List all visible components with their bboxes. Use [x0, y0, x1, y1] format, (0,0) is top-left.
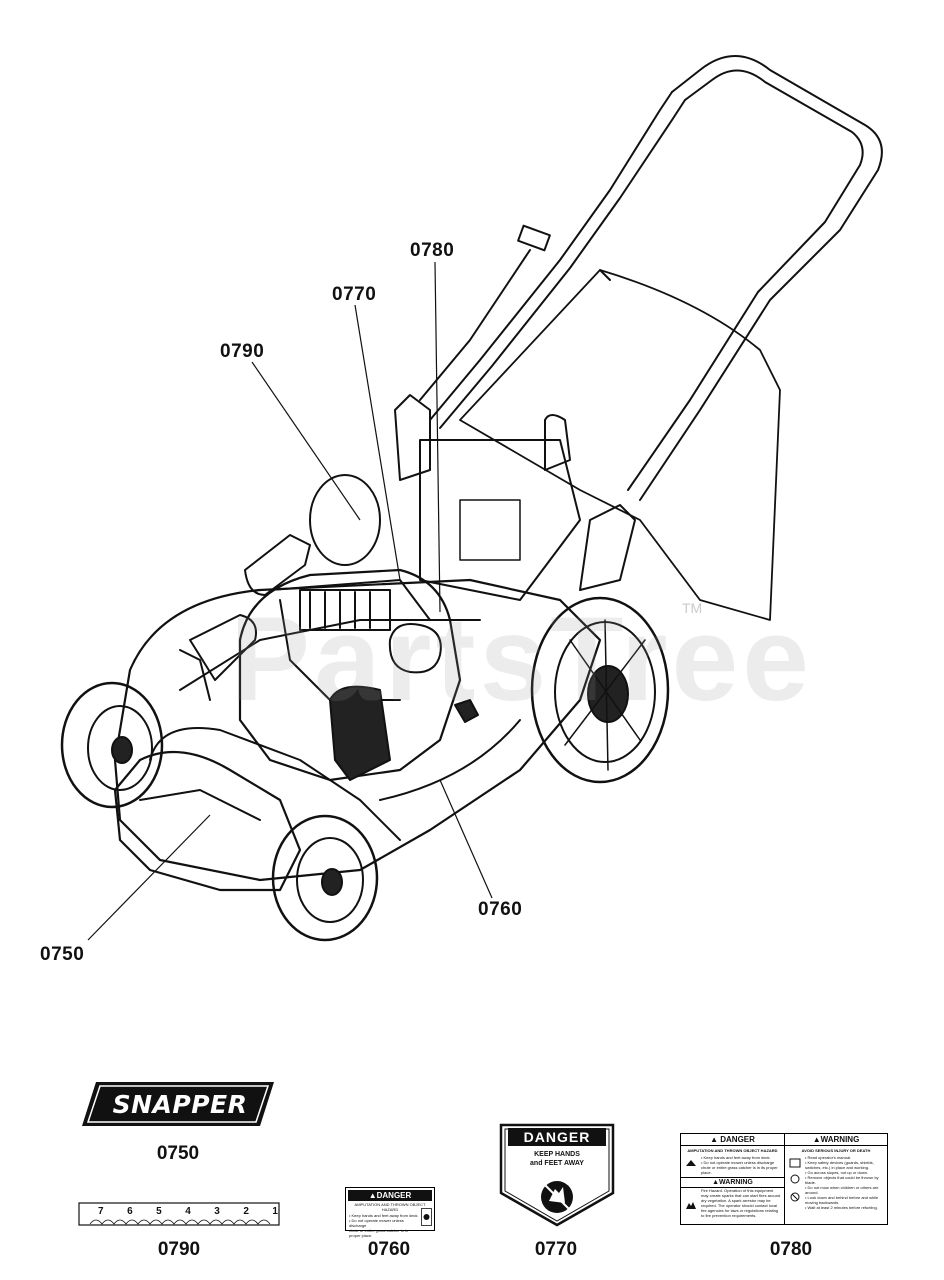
callout-0760[interactable]: 0760 — [478, 899, 523, 920]
watermark: PartsTree — [230, 592, 814, 726]
manual-icon — [789, 1158, 801, 1168]
left-line: • Keep hands and feet away from deck. — [701, 1155, 771, 1160]
fuel-cap — [388, 623, 442, 674]
right-line: • Do not mow when children or others are… — [805, 1185, 879, 1195]
right-line: • Wait at least 2 minutes before refueli… — [805, 1205, 878, 1210]
no-slope-icon — [790, 1192, 800, 1202]
handle-bar — [639, 55, 883, 501]
ruler-number: 6 — [127, 1206, 133, 1217]
safety-label-decal: ▲ DANGER AMPUTATION AND THROWN OBJECT HA… — [680, 1133, 888, 1225]
engine-fins — [299, 589, 391, 631]
callout-0750[interactable]: 0750 — [40, 944, 85, 965]
ruler-decal — [78, 1202, 280, 1226]
shield-text: KEEP HANDS and FEET AWAY — [508, 1150, 606, 1168]
ruler-number: 2 — [243, 1206, 249, 1217]
ruler-number: 3 — [214, 1206, 220, 1217]
trademark: TM — [682, 600, 703, 616]
safety-label-left: ▲ DANGER AMPUTATION AND THROWN OBJECT HA… — [681, 1134, 785, 1224]
control-lever — [517, 224, 551, 252]
handle-bar-inner — [627, 69, 864, 491]
callout-0780[interactable]: 0780 — [410, 240, 455, 261]
leader-0760 — [439, 779, 493, 899]
danger-small-line: chute or entire grass catcher is in — [349, 1228, 408, 1233]
mower-diagram — [60, 55, 883, 942]
right-subheader: AVOID SERIOUS INJURY OR DEATH — [801, 1148, 871, 1153]
shield-line: and FEET AWAY — [530, 1160, 584, 1167]
engine-body — [238, 568, 462, 782]
part-label-0790: 0790 — [157, 1239, 201, 1260]
mower-hazard-icon — [686, 1160, 696, 1166]
right-header: ▲WARNING — [785, 1134, 887, 1146]
left-line: • Do not operate mower unless discharge … — [701, 1160, 778, 1175]
danger-small-subheader: AMPUTATION AND THROWN OBJECT HAZARD — [354, 1202, 426, 1212]
ruler-number: 7 — [98, 1206, 104, 1217]
callout-0770[interactable]: 0770 — [332, 284, 377, 305]
part-label-0780: 0780 — [769, 1239, 813, 1260]
rear-bracket-left — [394, 394, 431, 481]
leader-0790 — [251, 361, 361, 521]
right-line: • Keep safety devices (guards, shields, … — [805, 1160, 874, 1170]
right-line: • Look down and behind before and while … — [805, 1195, 879, 1205]
danger-small-line: • Do not operate mower unless discharge — [349, 1218, 404, 1228]
fire-line: Fire Hazard. Operation of this equipment… — [701, 1188, 781, 1218]
shield-line: KEEP HANDS — [534, 1151, 580, 1158]
part-label-0760: 0760 — [367, 1239, 411, 1260]
right-line: • Remove objects that could be thrown by… — [805, 1175, 879, 1185]
ruler-number: 4 — [185, 1206, 191, 1217]
leader-0780 — [434, 261, 441, 613]
right-line: • Go across slopes, not up or down. — [805, 1170, 869, 1175]
part-label-0750: 0750 — [156, 1143, 200, 1164]
discharge-chute — [419, 439, 581, 601]
wheel-front-left — [60, 681, 164, 809]
leader-0750 — [87, 814, 211, 941]
callout-0790[interactable]: 0790 — [220, 341, 265, 362]
wheel-rear-right — [530, 596, 670, 784]
air-filter — [329, 685, 391, 781]
left-header: ▲ DANGER — [681, 1134, 784, 1146]
danger-small-decal: ▲DANGER AMPUTATION AND THROWN OBJECT HAZ… — [345, 1187, 435, 1238]
left-subheader: AMPUTATION AND THROWN OBJECT HAZARD — [687, 1148, 778, 1153]
primer-knob — [244, 534, 311, 596]
wheel-rear-left — [309, 474, 381, 566]
left-warning: ▲WARNING — [681, 1177, 784, 1188]
fire-hazard-icon — [686, 1202, 696, 1209]
grass-bag — [459, 269, 781, 621]
shield-title: DANGER — [508, 1128, 606, 1146]
ruler-number: 1 — [272, 1206, 278, 1217]
no-children-icon — [790, 1174, 800, 1184]
danger-small-line: • Keep hands and feet away from deck. — [349, 1213, 419, 1218]
ruler-numbers: 7 6 5 4 3 2 1 — [98, 1206, 278, 1217]
part-label-0770: 0770 — [534, 1239, 578, 1260]
danger-small-header: ▲DANGER — [348, 1190, 432, 1201]
wheel-front-right — [271, 814, 379, 942]
rear-bracket-right — [579, 504, 636, 591]
safety-label-right: ▲WARNING AVOID SERIOUS INJURY OR DEATH •… — [785, 1134, 887, 1224]
leader-0770 — [354, 304, 401, 581]
snapper-logo-decal — [82, 1080, 274, 1128]
snapper-logo-text: SNAPPER — [112, 1090, 248, 1119]
danger-small-line: proper place. — [349, 1233, 373, 1238]
hand-hazard-icon — [421, 1208, 432, 1226]
right-line: • Read operator's manual. — [805, 1155, 852, 1160]
danger-shield-decal — [499, 1123, 615, 1227]
ruler-number: 5 — [156, 1206, 162, 1217]
